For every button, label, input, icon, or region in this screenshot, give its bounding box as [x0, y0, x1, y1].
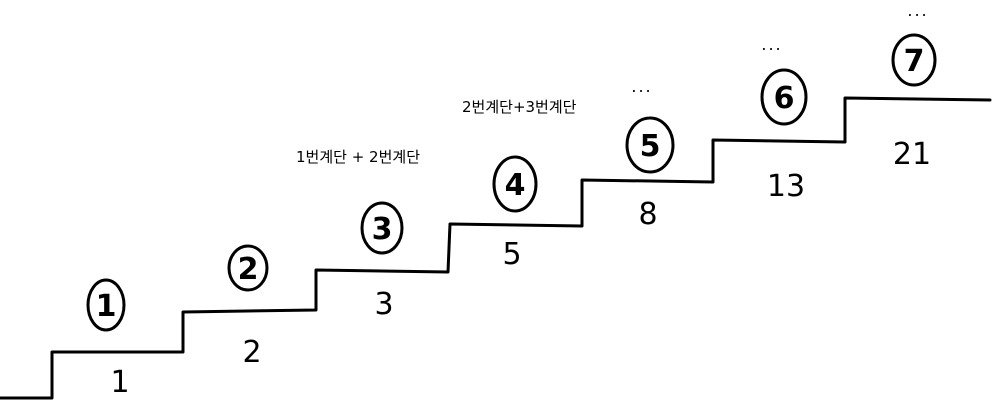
step-number: 7 [904, 44, 925, 79]
ways-value: 21 [893, 137, 931, 172]
step-number: 2 [238, 252, 259, 287]
step-number: 5 [640, 129, 661, 164]
step-6: 6 13 ... [760, 35, 808, 204]
step-1: 1 1 [86, 278, 130, 400]
ways-value: 2 [242, 335, 261, 370]
step-4: 4 5 [492, 155, 538, 272]
step-7: 7 21 ... [891, 1, 937, 172]
ways-value: 3 [374, 287, 393, 322]
continuation-dots: ... [761, 35, 782, 54]
step-number: 3 [372, 212, 393, 247]
step-circle [760, 68, 808, 126]
ways-value: 5 [502, 237, 521, 272]
step-circle [492, 155, 538, 213]
step-circle [227, 244, 269, 292]
step-2: 2 2 [227, 244, 269, 370]
step-number: 4 [505, 168, 526, 203]
step-5: 5 8 ... [625, 77, 675, 232]
staircase-outline [0, 96, 992, 400]
step-circle [625, 116, 675, 174]
continuation-dots: ... [907, 1, 928, 20]
ways-value: 8 [638, 197, 657, 232]
step-3: 3 3 [360, 201, 404, 322]
step-number: 6 [774, 81, 795, 116]
continuation-dots: ... [631, 77, 652, 96]
ways-value: 13 [767, 169, 805, 204]
ways-value: 1 [110, 365, 129, 400]
step-circle [891, 33, 937, 87]
step-number: 1 [96, 289, 117, 324]
step-circle [86, 278, 126, 332]
recurrence-note-step-3: 1번계단 + 2번계단 [296, 148, 420, 166]
step-circle [360, 201, 404, 255]
recurrence-note-step-5: 2번계단+3번계단 [462, 98, 577, 116]
